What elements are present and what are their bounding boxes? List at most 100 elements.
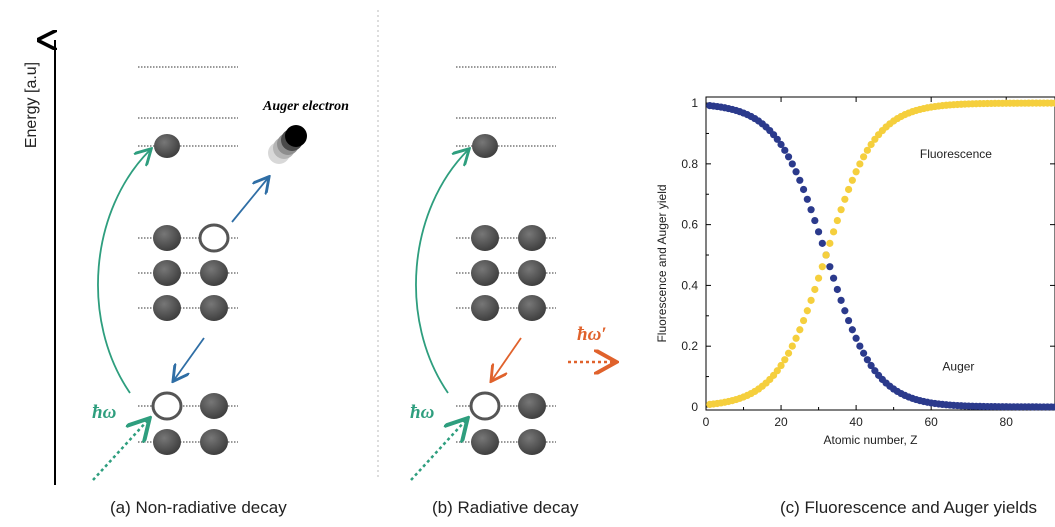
fluorescence-point xyxy=(867,140,875,149)
fluorescence-point xyxy=(811,285,819,294)
auger-point xyxy=(826,263,834,271)
y-tick-label: 0 xyxy=(691,400,698,414)
electron xyxy=(200,429,228,455)
series-label-auger: Auger xyxy=(942,359,974,373)
emitted-photon-label: ħω′ xyxy=(577,324,607,345)
fluorescence-point xyxy=(829,228,838,236)
auger-point xyxy=(796,176,804,184)
electron xyxy=(153,295,181,321)
caption-b: (b) Radiative decay xyxy=(432,498,579,517)
auger-point xyxy=(863,356,871,364)
axis-ticks xyxy=(705,97,1055,410)
auger-point xyxy=(781,146,789,154)
excitation-arrow xyxy=(97,150,150,394)
auger-point xyxy=(860,349,868,357)
fluorescence-point xyxy=(856,160,864,168)
fluorescence-point xyxy=(1051,99,1055,107)
fluorescence-point xyxy=(807,296,815,304)
x-tick-label: 80 xyxy=(1000,415,1014,429)
auger-point xyxy=(777,140,785,149)
fluorescence-point xyxy=(837,206,845,214)
fluorescence-point xyxy=(796,326,804,334)
relaxation-arrow-a xyxy=(174,337,205,380)
fluorescence-point xyxy=(773,367,781,375)
fluorescence-point xyxy=(777,361,785,370)
fluorescence-point xyxy=(833,216,841,225)
x-tick-label: 40 xyxy=(849,415,863,429)
electron xyxy=(200,295,228,321)
electron xyxy=(518,429,546,455)
energy-axis-label: Energy [a.u] xyxy=(23,62,40,148)
x-tick-label: 0 xyxy=(703,415,710,429)
fluorescence-point xyxy=(852,168,860,176)
caption-a: (a) Non-radiative decay xyxy=(110,498,287,517)
auger-point xyxy=(856,342,864,350)
panel-a-diagram: Auger electron ħω xyxy=(92,66,349,481)
auger-emission-arrow xyxy=(231,178,268,223)
fluorescence-point xyxy=(799,316,808,325)
electron xyxy=(471,260,499,286)
y-tick-label: 0.6 xyxy=(681,218,698,232)
fluorescence-point xyxy=(792,334,800,342)
excited-electron xyxy=(154,134,180,158)
fluorescence-point xyxy=(845,185,853,194)
auger-point xyxy=(792,168,800,176)
electron xyxy=(471,295,499,321)
auger-electron-label: Auger electron xyxy=(262,99,349,114)
fluorescence-point xyxy=(784,349,793,357)
auger-point xyxy=(852,334,860,342)
auger-point xyxy=(799,185,808,194)
y-tick-label: 0.2 xyxy=(681,339,698,353)
fluorescence-point xyxy=(822,251,830,259)
electron xyxy=(518,295,546,321)
fluorescence-point xyxy=(788,342,796,350)
auger-point xyxy=(848,326,856,334)
series-auger xyxy=(706,102,1055,411)
fluorescence-point xyxy=(848,176,856,184)
auger-point xyxy=(829,274,838,282)
electron xyxy=(153,429,181,455)
auger-electron-trail xyxy=(268,125,307,164)
y-axis-label: Fluorescence and Auger yield xyxy=(655,184,669,342)
core-hole xyxy=(469,391,501,421)
auger-point xyxy=(841,307,849,315)
auger-point xyxy=(833,285,841,294)
series-label-fluorescence: Fluorescence xyxy=(920,147,992,161)
core-hole xyxy=(151,391,183,421)
electron xyxy=(153,260,181,286)
excited-electron xyxy=(472,134,498,158)
excitation-arrow-b xyxy=(415,150,468,394)
fluorescence-point xyxy=(803,307,811,315)
fluorescence-point xyxy=(863,146,871,154)
auger-point xyxy=(788,160,796,168)
caption-c: (c) Fluorescence and Auger yields xyxy=(780,498,1038,517)
incident-photon-arrow xyxy=(92,420,148,481)
auger-point xyxy=(807,206,815,214)
y-tick-label: 1 xyxy=(691,96,698,110)
auger-point xyxy=(845,316,853,325)
electron xyxy=(518,260,546,286)
fluorescence-point xyxy=(818,263,826,271)
series-fluorescence xyxy=(706,99,1055,409)
auger-point xyxy=(773,135,781,143)
auger-point xyxy=(1051,403,1055,411)
auger-point xyxy=(818,239,826,247)
energy-levels-b xyxy=(456,66,556,443)
auger-point xyxy=(867,361,875,370)
plot-frame xyxy=(705,96,1055,411)
fluorescence-point xyxy=(826,239,834,247)
electron xyxy=(471,429,499,455)
auger-point xyxy=(803,195,811,203)
auger-point xyxy=(814,228,823,236)
fluorescence-point xyxy=(781,356,789,364)
photon-label-a: ħω xyxy=(92,402,117,423)
electron xyxy=(200,393,228,419)
photon-label-b: ħω xyxy=(410,402,435,423)
electron xyxy=(200,260,228,286)
auger-point xyxy=(784,153,793,161)
fluorescence-point xyxy=(841,195,849,203)
incident-photon-arrow-b xyxy=(410,420,466,481)
